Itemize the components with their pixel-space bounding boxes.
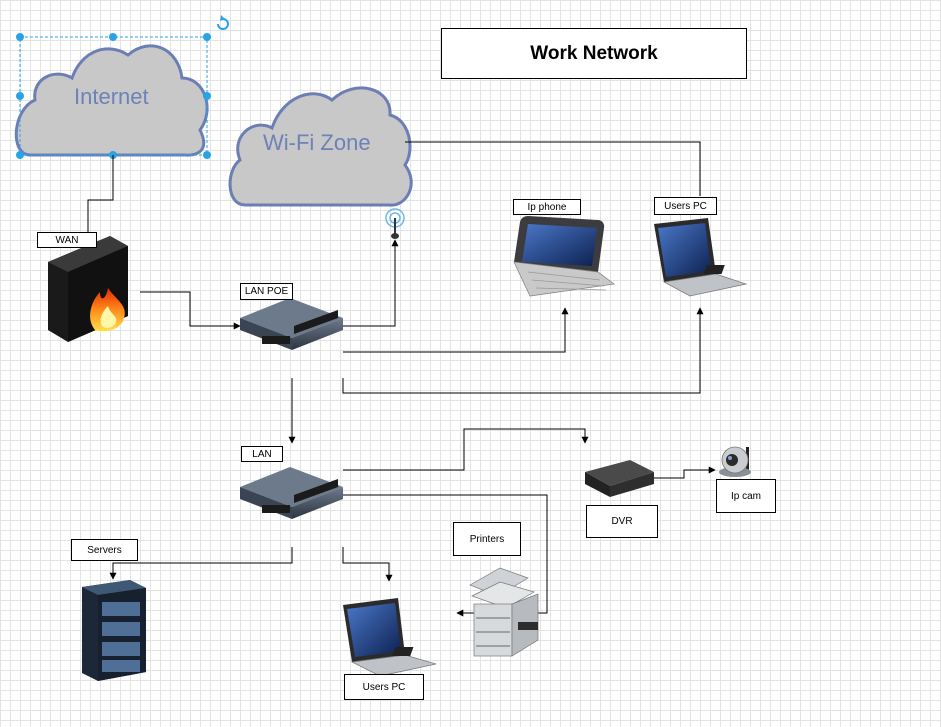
internet-cloud[interactable] — [14, 44, 209, 157]
connector-lanpoe-userspc — [342, 307, 704, 394]
firewall-icon[interactable] — [48, 236, 128, 342]
wifi-zone-label: Wi-Fi Zone — [263, 130, 371, 155]
label-servers[interactable]: Servers — [71, 539, 138, 561]
rotate-handle-icon[interactable] — [217, 15, 229, 30]
laptop-bottom-icon[interactable] — [343, 598, 437, 677]
label-ip-phone[interactable]: Ip phone — [513, 199, 581, 215]
connector-wifi-userspc — [405, 141, 701, 196]
label-lan-poe[interactable]: LAN POE — [240, 283, 293, 300]
connector-dvr-ipcam — [654, 466, 716, 479]
connector-lan-userspc — [342, 547, 393, 582]
servers-icon[interactable] — [82, 580, 146, 681]
printer-icon[interactable] — [469, 567, 539, 657]
connector-lanpoe-wifi — [343, 239, 399, 327]
connector-lan-dvr — [343, 428, 589, 471]
label-printers[interactable]: Printers — [453, 522, 521, 556]
label-ip-cam[interactable]: Ip cam — [716, 479, 776, 513]
wifi-antenna-icon — [385, 208, 405, 239]
dvr-icon[interactable] — [585, 460, 654, 497]
label-wan[interactable]: WAN — [37, 232, 97, 248]
connector-firewall-lanpoe — [140, 291, 241, 330]
label-dvr[interactable]: DVR — [586, 505, 658, 538]
ip-phone-icon[interactable] — [513, 216, 616, 297]
laptop-top-icon[interactable] — [654, 218, 748, 297]
selection-handles[interactable] — [16, 33, 211, 159]
label-users-pc-bottom[interactable]: Users PC — [344, 674, 424, 700]
label-users-pc-top[interactable]: Users PC — [654, 197, 717, 215]
diagram-title[interactable]: Work Network — [441, 28, 747, 79]
wifi-cloud[interactable] — [228, 86, 413, 207]
internet-label: Internet — [74, 84, 149, 109]
connector-lanpoe-ipphone — [343, 307, 569, 353]
connector-lan-servers — [109, 547, 293, 580]
connector-internet-wan — [87, 155, 114, 237]
lan-switch-icon[interactable] — [240, 467, 343, 519]
connectors — [87, 141, 716, 617]
label-lan[interactable]: LAN — [241, 446, 283, 462]
ip-cam-icon[interactable] — [719, 446, 751, 477]
lan-poe-switch-icon[interactable] — [240, 298, 343, 350]
